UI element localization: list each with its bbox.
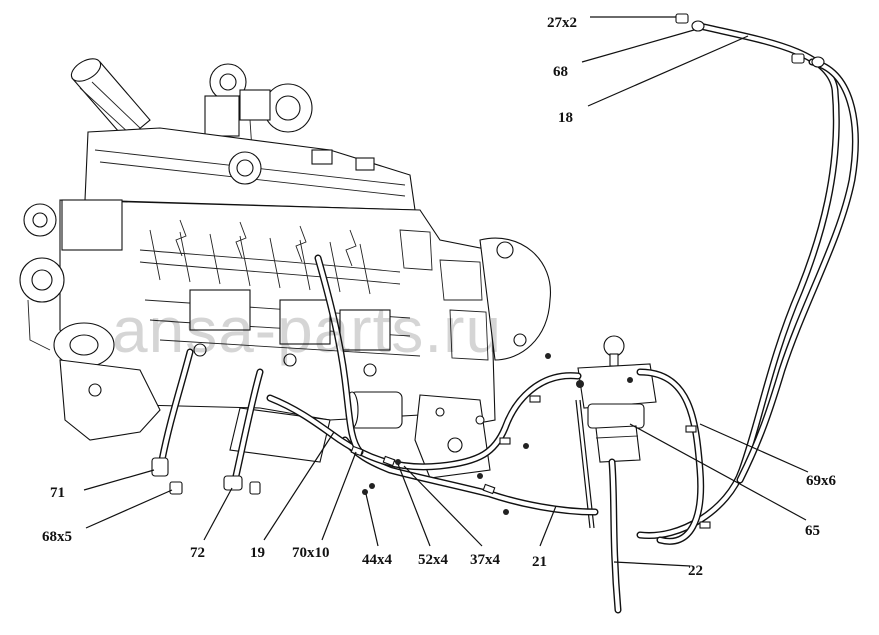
fitting-71 <box>151 457 183 495</box>
front-accessories <box>19 199 123 368</box>
leader-65 <box>629 423 807 521</box>
callout-65: 65 <box>805 523 820 539</box>
bolt-37 <box>477 473 483 479</box>
watermark: ansa-parts.ru <box>112 294 502 366</box>
callout-18: 18 <box>558 110 573 126</box>
callout-21: 21 <box>532 554 547 570</box>
fittings <box>151 13 825 515</box>
turbocharger <box>204 63 313 161</box>
callout-69x6: 69x6 <box>806 473 837 489</box>
callout-71: 71 <box>50 485 65 501</box>
leader-68 <box>581 29 695 63</box>
callout-68x5: 68x5 <box>42 529 72 545</box>
callout-52x4: 52x4 <box>418 552 449 568</box>
leader-lines <box>83 16 809 567</box>
oil-pan <box>59 359 491 479</box>
leader-70x10 <box>321 451 357 541</box>
engine-block <box>19 199 551 479</box>
callout-27x2: 27x2 <box>547 15 577 31</box>
leader-18 <box>587 35 749 107</box>
leader-19 <box>263 431 335 541</box>
clamp-68-top <box>691 20 705 32</box>
bolt-52 <box>395 459 401 465</box>
callout-19: 19 <box>250 545 265 561</box>
leader-68x5 <box>85 489 173 529</box>
callout-44x4: 44x4 <box>362 552 393 568</box>
engine-detail-lines <box>175 219 489 377</box>
leader-21 <box>539 505 557 547</box>
starter-motor <box>345 391 403 429</box>
leader-22 <box>613 561 691 567</box>
callout-72: 72 <box>190 545 205 561</box>
hose-18 <box>636 22 840 540</box>
leader-44x4 <box>365 493 379 547</box>
callout-37x4: 37x4 <box>470 552 501 568</box>
callout-68: 68 <box>553 64 568 80</box>
engine-assembly <box>19 58 551 479</box>
bolt-44 <box>362 489 368 495</box>
callout-22: 22 <box>688 563 703 579</box>
fitting-72 <box>223 475 261 495</box>
valve-cover <box>84 127 416 211</box>
leader-37x4 <box>403 465 483 547</box>
callout-70x10: 70x10 <box>292 545 330 561</box>
leader-52x4 <box>397 463 431 547</box>
hose-clamps <box>350 395 711 529</box>
flywheel-housing <box>479 237 551 361</box>
fuel-filter-assembly <box>575 335 657 529</box>
leader-69x6 <box>699 423 809 473</box>
leader-71 <box>83 469 155 491</box>
leader-72 <box>203 487 233 541</box>
fitting-27 <box>675 13 689 24</box>
oil-filter <box>70 58 151 141</box>
callout-labels: 27x2 68 18 71 68x5 72 19 70x10 44x4 52x4… <box>42 15 837 579</box>
